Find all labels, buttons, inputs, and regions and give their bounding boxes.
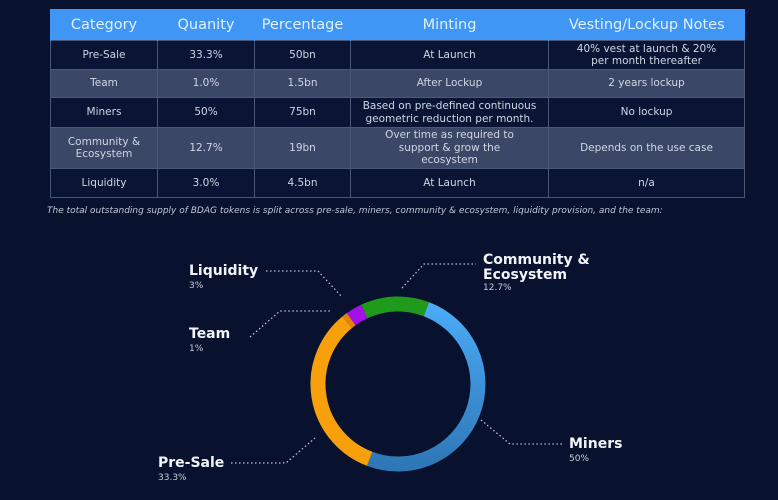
liquidity-name: Liquidity — [189, 263, 259, 279]
token-allocation-table: Category Quanity Percentage Minting Vest… — [50, 9, 745, 198]
team-label: Team 1% — [189, 326, 231, 355]
miners-pct: 50% — [569, 454, 590, 464]
presale-name: Pre-Sale — [158, 455, 225, 471]
header-category: Category — [50, 9, 158, 41]
liquidity-leader-line — [266, 270, 343, 298]
miners-segment — [367, 302, 486, 472]
community-segment — [361, 296, 429, 319]
liquidity-segment — [346, 304, 368, 326]
table-row: Community & Ecosystem 12.7% 19bn Over ti… — [50, 127, 745, 169]
cell: Team — [50, 69, 158, 98]
cell: 40% vest at launch & 20% per month there… — [548, 40, 745, 70]
team-pct: 1% — [189, 344, 204, 354]
cell: 75bn — [254, 97, 351, 128]
donut-ring — [310, 296, 486, 472]
presale-segment — [310, 316, 373, 466]
liquidity-pct: 3% — [189, 281, 204, 291]
community-leader-line — [401, 263, 476, 289]
table-row: Team 1.0% 1.5bn After Lockup 2 years loc… — [50, 69, 745, 98]
presale-label: Pre-Sale 33.3% — [158, 455, 225, 484]
liquidity-label: Liquidity 3% — [189, 263, 259, 292]
cell: n/a — [548, 168, 745, 198]
cell: Depends on the use case — [548, 127, 745, 169]
team-name: Team — [189, 326, 231, 342]
community-pct: 12.7% — [483, 283, 512, 293]
miners-label: Miners 50% — [569, 436, 623, 465]
cell: 33.3% — [157, 40, 255, 70]
supply-caption: The total outstanding supply of BDAG tok… — [47, 206, 663, 216]
cell: Over time as required to support & grow … — [350, 127, 549, 169]
cell: 4.5bn — [254, 168, 351, 198]
cell: Miners — [50, 97, 158, 128]
table-row: Liquidity 3.0% 4.5bn At Launch n/a — [50, 168, 745, 198]
cell: 50% — [157, 97, 255, 128]
community-name: Community & Ecosystem — [483, 252, 590, 283]
miners-leader-line — [480, 419, 563, 445]
presale-leader-line — [231, 437, 316, 464]
team-leader-line — [249, 310, 332, 338]
cell: No lockup — [548, 97, 745, 128]
cell: 50bn — [254, 40, 351, 70]
presale-pct: 33.3% — [158, 473, 187, 483]
team-segment — [342, 313, 356, 329]
header-minting: Minting — [350, 9, 549, 41]
table-header-row: Category Quanity Percentage Minting Vest… — [50, 9, 745, 41]
cell: 2 years lockup — [548, 69, 745, 98]
cell: At Launch — [350, 40, 549, 70]
header-percentage: Percentage — [254, 9, 351, 41]
header-quantity: Quanity — [157, 9, 255, 41]
cell: After Lockup — [350, 69, 549, 98]
miners-name: Miners — [569, 436, 623, 452]
cell: Liquidity — [50, 168, 158, 198]
table-row: Miners 50% 75bn Based on pre-defined con… — [50, 97, 745, 128]
cell: Pre-Sale — [50, 40, 158, 70]
cell: 12.7% — [157, 127, 255, 169]
cell: Based on pre-defined continuous geometri… — [350, 97, 549, 128]
leader-lines — [231, 263, 563, 464]
cell: 19bn — [254, 127, 351, 169]
cell: 3.0% — [157, 168, 255, 198]
header-vesting-notes: Vesting/Lockup Notes — [548, 9, 745, 41]
cell: At Launch — [350, 168, 549, 198]
community-label: Community & Ecosystem 12.7% — [483, 252, 603, 294]
cell: 1.0% — [157, 69, 255, 98]
table-row: Pre-Sale 33.3% 50bn At Launch 40% vest a… — [50, 40, 745, 70]
